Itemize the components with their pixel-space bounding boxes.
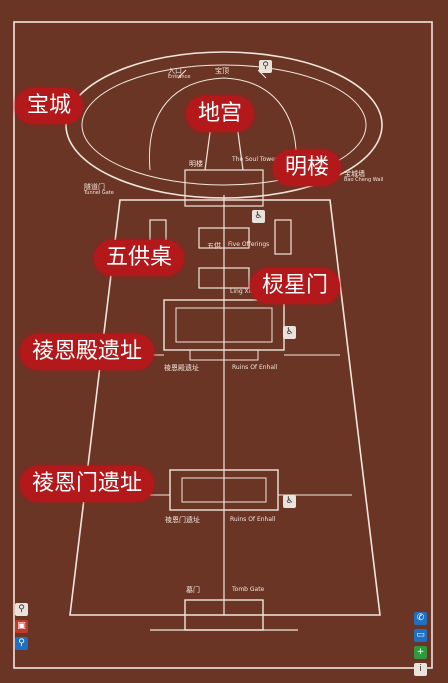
tunnel-gate-label: 隧道门 Tunnel Gate xyxy=(84,183,114,197)
five-offerings-cn-label: 五供 xyxy=(207,242,221,250)
mound xyxy=(148,77,297,171)
gift-icon: ▣ xyxy=(15,620,28,633)
wheelchair-icon: ♿ xyxy=(252,210,265,223)
tomb-gate-en-label: Tomb Gate xyxy=(232,586,265,593)
bao-cheng-inner xyxy=(81,64,367,186)
five-offerings xyxy=(198,227,250,249)
engate-cn-label: 祾恩门遗址 xyxy=(165,516,200,524)
wheelchair-icon: ♿ xyxy=(283,495,296,508)
tomb-gate-cn-label: 墓门 xyxy=(186,586,200,594)
wheelchair-icon: ♿ xyxy=(283,326,296,339)
soul-tower-cn-label: 明楼 xyxy=(189,160,203,168)
label-lingenmen: 祾恩门遗址 xyxy=(20,466,155,502)
soul-tower xyxy=(184,169,264,207)
phone-icon: ✆ xyxy=(414,612,427,625)
label-minglou: 明楼 xyxy=(273,150,342,186)
first-aid-icon: + xyxy=(414,646,427,659)
enhall-cn-label: 祾恩殿遗址 xyxy=(164,364,199,372)
enhall-en-label: Ruins Of Enhall xyxy=(232,364,278,371)
car-icon: ▭ xyxy=(414,629,427,642)
info-icon: i xyxy=(414,663,427,676)
five-offerings-label: Five Offerings xyxy=(228,241,270,248)
baoding-label: 宝顶 xyxy=(215,67,229,75)
board-border xyxy=(13,21,433,669)
label-wugongzhuo: 五供桌 xyxy=(94,240,185,276)
engate-en-label: Ruins Of Enhall xyxy=(230,516,276,523)
toilet-icon: ⚲ xyxy=(15,603,28,616)
label-lingxingmen: 棂星门 xyxy=(250,268,341,304)
toilet-icon: ⚲ xyxy=(15,637,28,650)
label-digong: 地宫 xyxy=(186,96,255,132)
label-baocheng: 宝城 xyxy=(15,88,84,124)
entrance-label: 入口 Entrance xyxy=(168,67,191,81)
label-lingendian: 祾恩殿遗址 xyxy=(20,334,155,370)
soul-tower-label: The Soul Tower xyxy=(232,156,278,163)
engate-ruins xyxy=(169,469,279,511)
bao-wall-label: 宝城墙 Bao Cheng Wall xyxy=(344,170,384,184)
ling-xing-gate xyxy=(198,267,250,289)
toilet-icon: ⚲ xyxy=(259,60,272,73)
